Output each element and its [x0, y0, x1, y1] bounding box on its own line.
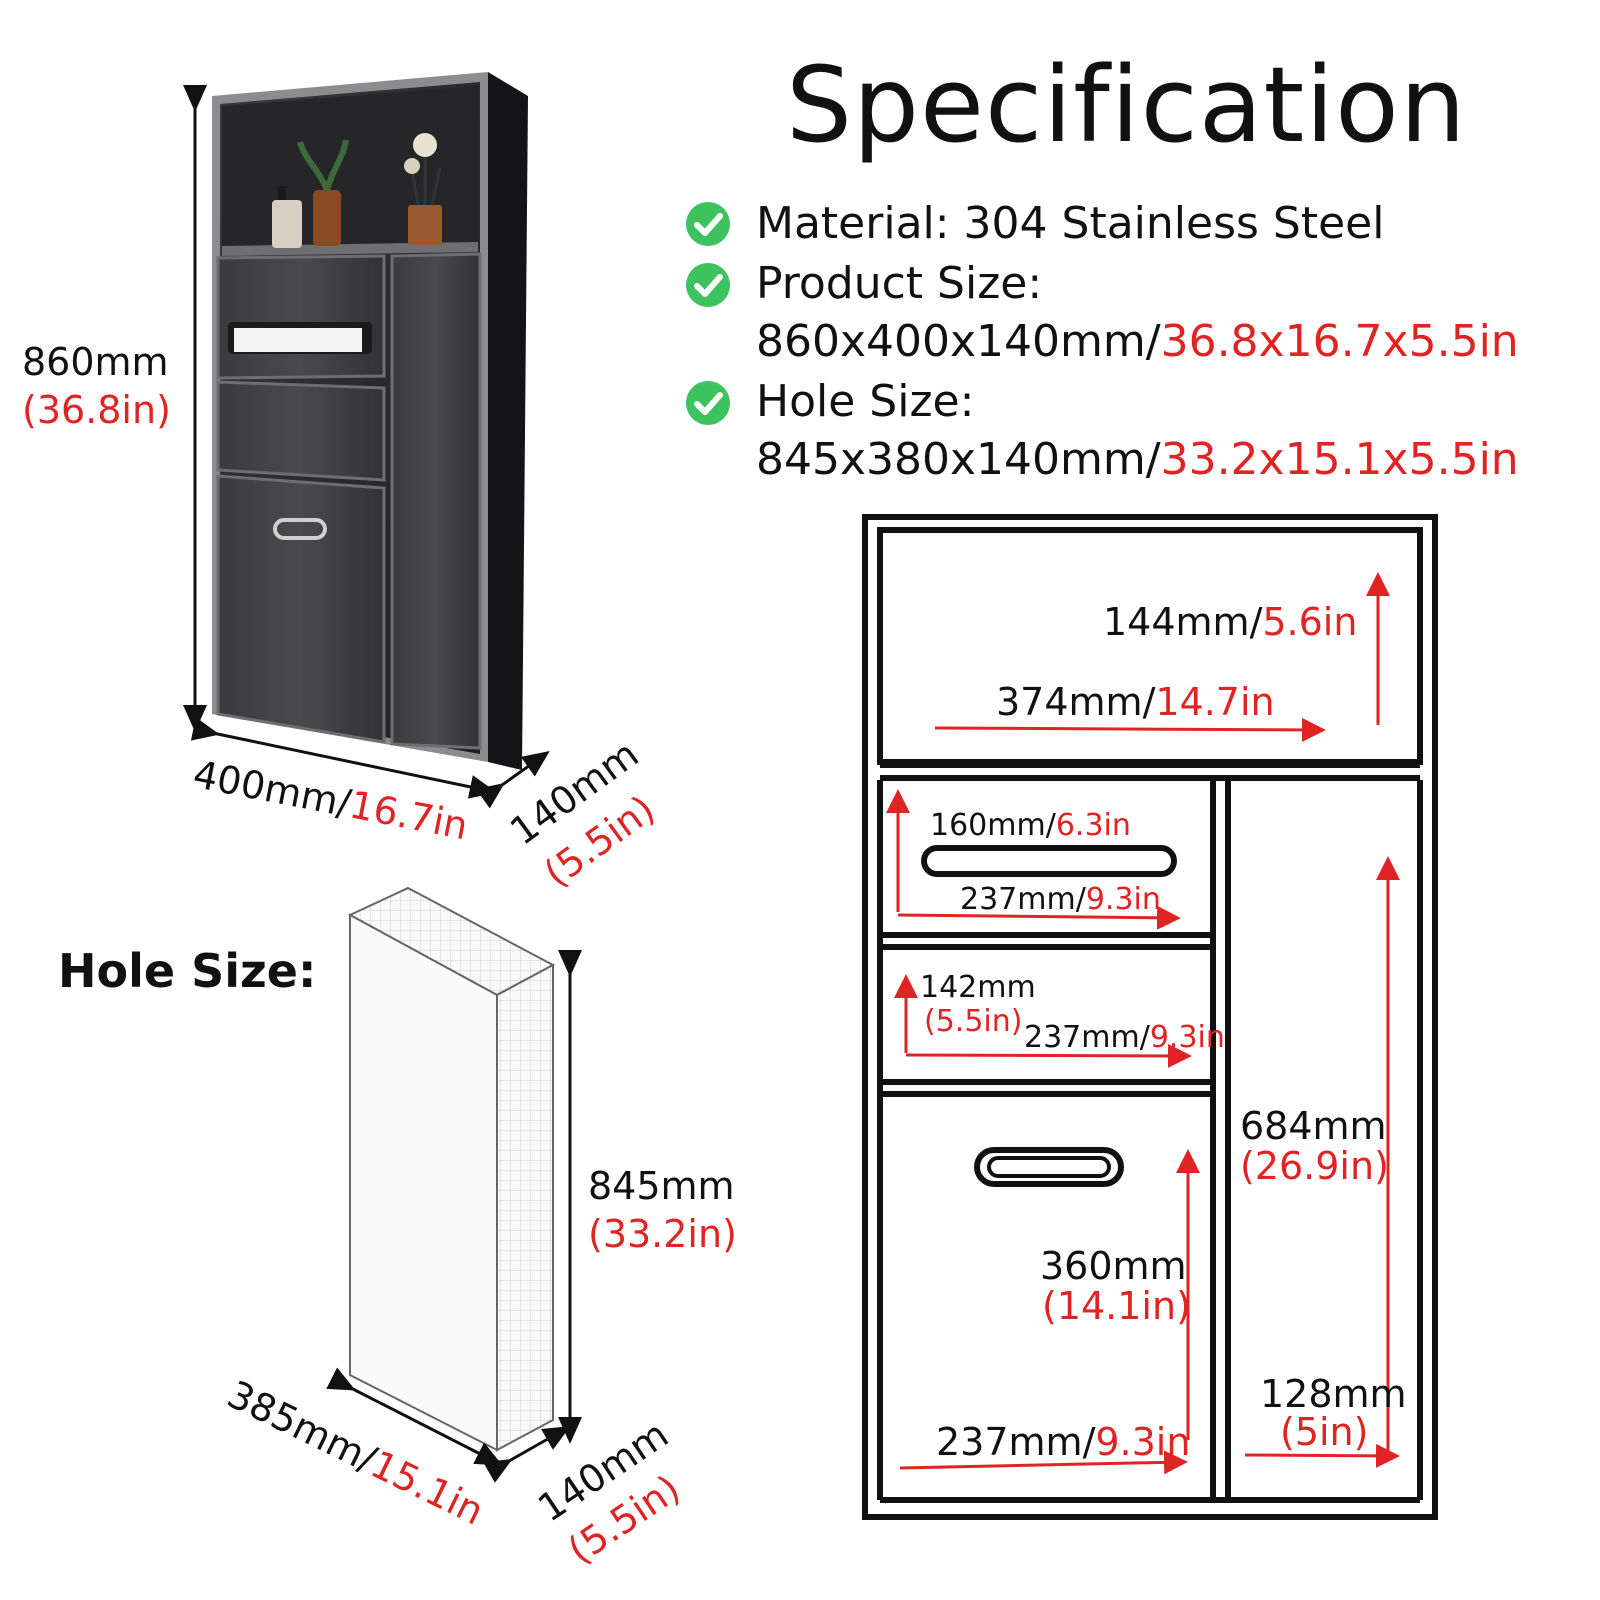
- right-height-mm: 684mm: [1240, 1104, 1387, 1148]
- top-width-in: 14.7in: [1155, 680, 1275, 724]
- drawer2-width-mm: 237mm/: [1024, 1020, 1150, 1055]
- hole-depth-dimension-line: [483, 1426, 571, 1483]
- spec-hole-size-value: 845x380x140mm/33.2x15.1x5.5in: [756, 434, 1519, 485]
- spec-material: Material: 304 Stainless Steel: [756, 198, 1385, 249]
- product-width-dimension-line: [190, 717, 497, 799]
- product-height-in: (36.8in): [22, 388, 171, 432]
- right-width-mm: 128mm: [1260, 1372, 1407, 1416]
- top-height-mm: 144mm/: [1103, 600, 1263, 644]
- check-circle-icon: [686, 381, 730, 425]
- page-title: Specification: [786, 44, 1467, 166]
- hole-width-dimension-line: [326, 1367, 503, 1466]
- spec-hole-size-imperial: 33.2x15.1x5.5in: [1160, 434, 1519, 485]
- drawer1-height-in: 6.3in: [1055, 808, 1131, 843]
- hole-height-mm: 845mm: [588, 1164, 735, 1208]
- cabinet-line-diagram: [862, 514, 1438, 1520]
- check-circle-icon: [686, 202, 730, 246]
- drawer3-height-in: (14.1in): [1042, 1284, 1191, 1328]
- drawer1-height-label: 160mm/6.3in: [930, 808, 1131, 843]
- top-height-label: 144mm/5.6in: [1103, 600, 1357, 644]
- right-width-in: (5in): [1280, 1410, 1369, 1454]
- drawer1-width-in: 9.3in: [1085, 882, 1161, 917]
- product-depth-dimension-line: [475, 751, 550, 809]
- top-height-in: 5.6in: [1262, 600, 1358, 644]
- drawer1-width-mm: 237mm/: [960, 882, 1086, 917]
- drawer3-height-mm: 360mm: [1040, 1244, 1187, 1288]
- drawer3-width-label: 237mm/9.3in: [936, 1420, 1190, 1464]
- cabinet-product-illustration: [212, 72, 528, 770]
- drawer2-width-in: 9.3in: [1149, 1020, 1225, 1055]
- spec-product-size-value: 860x400x140mm/36.8x16.7x5.5in: [756, 316, 1519, 367]
- product-height-mm: 860mm: [22, 340, 169, 384]
- drawer1-width-label: 237mm/9.3in: [960, 882, 1161, 917]
- spec-hole-size-label: Hole Size:: [756, 376, 975, 427]
- drawer2-height-in: (5.5in): [924, 1004, 1023, 1039]
- spec-product-size-imperial: 36.8x16.7x5.5in: [1160, 316, 1519, 367]
- top-width-mm: 374mm/: [996, 680, 1156, 724]
- right-height-in: (26.9in): [1240, 1144, 1389, 1188]
- hole-box-illustration: [347, 886, 556, 1452]
- hole-size-heading: Hole Size:: [58, 944, 317, 998]
- spec-hole-size-metric: 845x380x140mm/: [756, 434, 1161, 485]
- diagram-dimension-arrows: [886, 572, 1400, 1475]
- spec-product-size-label: Product Size:: [756, 258, 1043, 309]
- hole-height-in: (33.2in): [588, 1212, 737, 1256]
- drawer1-height-mm: 160mm/: [930, 808, 1056, 843]
- check-circle-icon: [686, 263, 730, 307]
- spec-product-size-metric: 860x400x140mm/: [756, 316, 1161, 367]
- drawer2-width-label: 237mm/9.3in: [1024, 1020, 1225, 1055]
- top-width-label: 374mm/14.7in: [996, 680, 1275, 724]
- drawer2-height-mm: 142mm: [920, 970, 1036, 1005]
- drawer3-width-in: 9.3in: [1095, 1420, 1191, 1464]
- drawer3-width-mm: 237mm/: [936, 1420, 1096, 1464]
